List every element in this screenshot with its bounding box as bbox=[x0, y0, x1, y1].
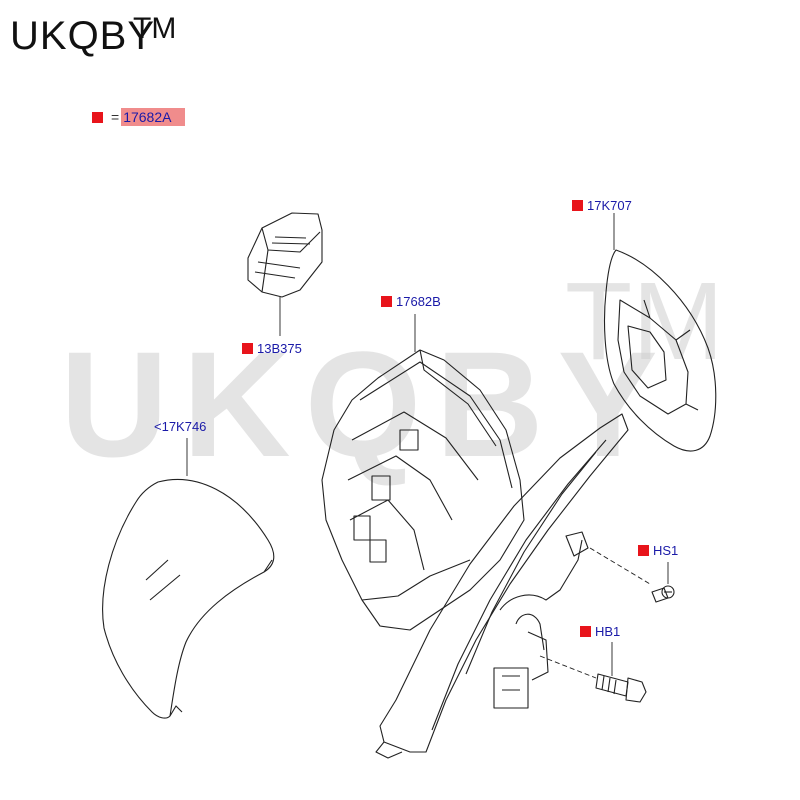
marker-square bbox=[381, 296, 392, 307]
brand-logo-text: UKQBY bbox=[10, 14, 156, 58]
callout-label: <17K746 bbox=[154, 419, 207, 434]
part-hb1-bolt[interactable] bbox=[595, 673, 647, 703]
marker-square bbox=[638, 545, 649, 556]
part-hs1-screw[interactable] bbox=[651, 585, 675, 603]
marker-square bbox=[242, 343, 253, 354]
legend-part-number[interactable]: 17682A bbox=[121, 108, 186, 126]
part-17682a-mirror-assembly[interactable] bbox=[375, 413, 629, 759]
callout-17682b[interactable]: 17682B bbox=[381, 294, 441, 309]
part-13b375-lamp[interactable] bbox=[247, 212, 323, 298]
callout-hs1[interactable]: HS1 bbox=[638, 543, 678, 558]
marker-square bbox=[580, 626, 591, 637]
axis-hb1 bbox=[539, 655, 597, 679]
axis-hs1 bbox=[589, 547, 651, 585]
callout-hb1[interactable]: HB1 bbox=[580, 624, 620, 639]
marker-square bbox=[572, 200, 583, 211]
part-17682b-mirror-housing[interactable] bbox=[321, 349, 525, 631]
callout-label: HS1 bbox=[653, 543, 679, 558]
callout-label: HB1 bbox=[595, 624, 621, 639]
legend: = 17682A bbox=[92, 108, 186, 126]
callout-label: 17682B bbox=[396, 294, 441, 309]
part-17k707-mirror-glass[interactable] bbox=[603, 249, 717, 452]
part-17k746-mirror-cover[interactable] bbox=[102, 478, 275, 719]
watermark-trademark: TM bbox=[565, 260, 724, 383]
callout-label: 17K707 bbox=[587, 198, 632, 213]
callout-17k707[interactable]: 17K707 bbox=[572, 198, 632, 213]
brand-trademark: TM bbox=[133, 12, 177, 45]
callout-17k746[interactable]: <17K746 bbox=[154, 419, 206, 434]
marker-square bbox=[92, 111, 103, 123]
legend-equals: = bbox=[111, 109, 120, 125]
callout-13b375[interactable]: 13B375 bbox=[242, 341, 302, 356]
callout-label: 13B375 bbox=[257, 341, 302, 356]
